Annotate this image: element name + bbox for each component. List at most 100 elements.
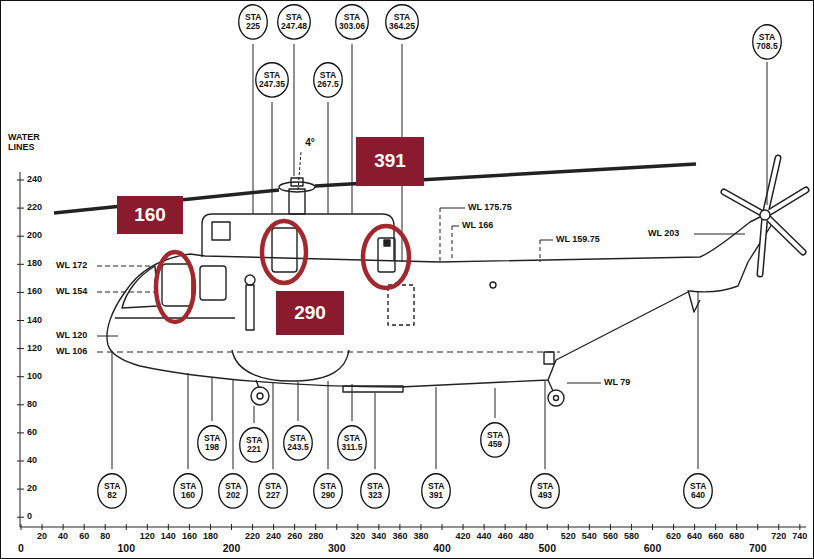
callout-tag: 391 <box>356 137 424 186</box>
station-number: STA 290 <box>320 482 336 500</box>
axis-label: 140 <box>161 532 176 542</box>
axis-label: 580 <box>624 532 639 542</box>
axis-label: 520 <box>561 532 576 542</box>
station-number: STA 640 <box>690 482 706 500</box>
axis-label: 420 <box>456 532 471 542</box>
axis-label: 120 <box>140 532 155 542</box>
waterline-label: WL 172 <box>56 261 87 271</box>
axis-label: 720 <box>771 532 786 542</box>
waterline-label: WL 120 <box>56 331 87 341</box>
axis-label: 640 <box>687 532 702 542</box>
station-number: STA 160 <box>180 482 196 500</box>
station-number: STA 247.48 <box>281 13 307 31</box>
waterline-label: WL 166 <box>462 221 493 231</box>
axis-label: 220 <box>245 532 260 542</box>
station-callout: STA 323 <box>360 473 390 509</box>
axis-label: 60 <box>79 532 89 542</box>
callout-number: 391 <box>374 151 406 172</box>
axis-line <box>20 527 806 528</box>
station-number: STA 82 <box>104 482 120 500</box>
callout-circle <box>284 426 313 460</box>
station-number: STA 202 <box>225 482 241 500</box>
callout-circle <box>336 5 369 39</box>
axis-tick <box>252 524 253 530</box>
axis-tick <box>778 524 779 530</box>
callout-circle <box>386 5 419 39</box>
station-callout: STA 247.35 <box>255 62 289 98</box>
axis-label: 100 <box>27 372 42 382</box>
axis-tick <box>17 264 24 265</box>
station-callout: STA 640 <box>683 473 713 509</box>
station-number: STA 243.5 <box>287 434 308 452</box>
station-callout: STA 303.06 <box>335 4 369 40</box>
axis-label: 280 <box>308 532 323 542</box>
callout-tag: 290 <box>276 291 344 335</box>
axis-tick <box>17 376 24 377</box>
axis-tick <box>378 524 379 530</box>
station-number: STA 221 <box>246 436 262 454</box>
axis-label: 240 <box>266 532 281 542</box>
station-callout: STA 160 <box>173 473 203 509</box>
waterline-label: WL 79 <box>604 378 630 388</box>
axis-label: 80 <box>100 532 110 542</box>
axis-tick <box>84 524 85 530</box>
waterline-label: WL 203 <box>648 229 679 239</box>
axis-tick <box>17 432 24 433</box>
axis-label: 140 <box>27 316 42 326</box>
axis-tick <box>589 524 590 530</box>
callout-circle <box>481 423 510 457</box>
station-callout: STA 243.5 <box>283 425 313 461</box>
station-callout: STA 364.25 <box>385 4 419 40</box>
axis-label: 300 <box>328 543 346 555</box>
axis-tick <box>736 524 737 530</box>
axis-tick <box>442 524 443 530</box>
axis-label: 200 <box>27 231 42 241</box>
station-number: STA 227 <box>265 482 281 500</box>
axis-tick <box>757 524 758 530</box>
station-callout: STA 391 <box>421 473 451 509</box>
axis-label: 0 <box>27 512 32 522</box>
axis-tick <box>610 524 611 530</box>
station-number: STA 311.5 <box>342 434 363 452</box>
axis-tick <box>231 524 232 530</box>
axis-tick <box>273 524 274 530</box>
axis-tick <box>715 524 716 530</box>
callout-circle <box>259 474 288 508</box>
station-callout: STA 221 <box>239 427 269 463</box>
callout-circle <box>314 63 343 97</box>
callout-circle <box>753 25 782 59</box>
axis-tick <box>631 524 632 530</box>
axis-tick <box>399 524 400 530</box>
callout-circle <box>256 63 289 97</box>
axis-tick <box>17 208 24 209</box>
axis-tick <box>420 524 421 530</box>
axis-label: 460 <box>498 532 513 542</box>
axis-tick <box>210 524 211 530</box>
axis-tick <box>673 524 674 530</box>
callout-number: 160 <box>134 205 166 226</box>
axis-tick <box>484 524 485 530</box>
callout-circle <box>338 426 367 460</box>
station-callout: STA 202 <box>218 473 248 509</box>
axis-label: 360 <box>392 532 407 542</box>
waterline-label: WL 175.75 <box>468 203 512 213</box>
angle-label: 4° <box>305 137 315 148</box>
axis-label: 500 <box>538 543 556 555</box>
axis-label: 80 <box>27 400 37 410</box>
axis-label: 180 <box>27 259 42 269</box>
axis-tick <box>315 524 316 530</box>
axis-tick <box>42 524 43 530</box>
station-number: STA 247.35 <box>259 71 285 89</box>
callout-circle <box>240 428 269 462</box>
axis-tick <box>568 524 569 530</box>
callout-circle <box>531 474 560 508</box>
callout-circle <box>361 474 390 508</box>
axis-tick <box>17 236 24 237</box>
axis-tick <box>17 320 24 321</box>
axis-tick <box>17 489 24 490</box>
axis-label: 340 <box>371 532 386 542</box>
station-callout: STA 290 <box>313 473 343 509</box>
axis-tick <box>547 524 548 530</box>
axis-label: 620 <box>666 532 681 542</box>
axis-tick <box>357 524 358 530</box>
